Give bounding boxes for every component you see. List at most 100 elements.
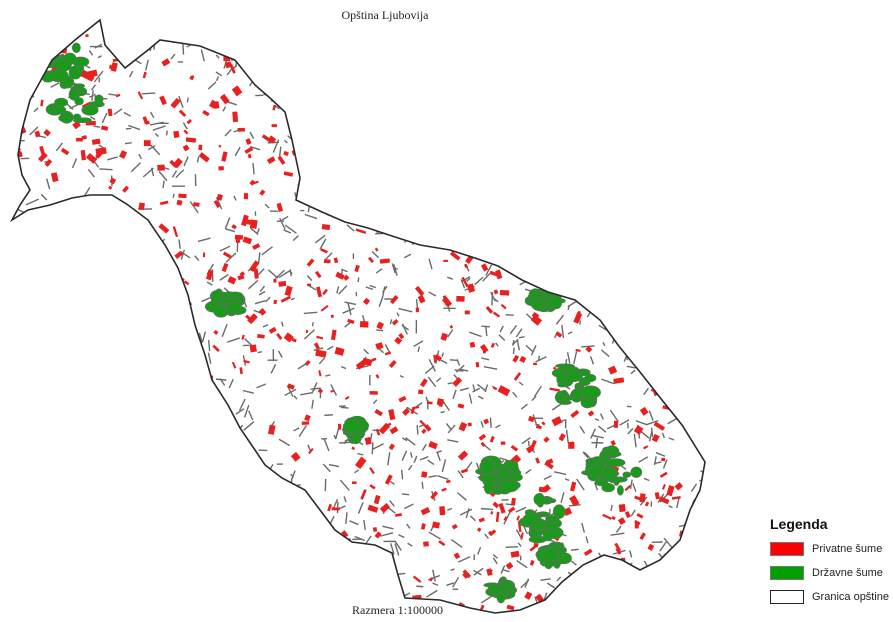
private-forest-patch <box>259 189 266 196</box>
private-forest-patch <box>549 387 560 392</box>
private-forest-patch <box>429 577 434 582</box>
private-forest-patch <box>202 110 210 117</box>
forest-fragment <box>668 437 675 441</box>
forest-fragment <box>43 478 52 489</box>
private-forest-patch <box>312 66 318 78</box>
private-forest-patch <box>170 424 181 431</box>
state-forest-patch <box>499 480 519 493</box>
private-forest-patch <box>374 531 382 539</box>
forest-fragment <box>698 353 705 361</box>
private-forest-patch <box>533 362 538 366</box>
forest-fragment <box>37 287 45 295</box>
private-forest-patch <box>41 366 52 377</box>
forest-fragment <box>446 582 455 587</box>
forest-fragment <box>641 57 647 65</box>
private-forest-patch <box>267 491 279 499</box>
forest-fragment <box>53 253 63 261</box>
private-forest-patch <box>693 380 700 387</box>
private-forest-patch <box>545 458 554 465</box>
forest-fragment <box>568 144 573 157</box>
private-forest-patch <box>499 289 510 296</box>
forest-fragment <box>227 101 237 106</box>
private-forest-patch <box>181 380 188 389</box>
private-forest-patch <box>363 136 372 143</box>
forest-fragment <box>569 607 574 613</box>
private-forest-patch <box>611 76 620 83</box>
forest-fragment <box>477 547 482 555</box>
private-forest-patch <box>676 307 682 312</box>
forest-fragment <box>341 135 351 140</box>
forest-fragment <box>643 387 650 396</box>
forest-fragment <box>533 385 542 398</box>
forest-fragment <box>124 368 135 375</box>
forest-fragment <box>652 343 666 350</box>
forest-fragment <box>45 248 56 254</box>
forest-fragment <box>693 401 701 409</box>
private-forest-patch <box>596 599 604 607</box>
forest-fragment <box>506 115 512 118</box>
private-forest-patch <box>384 474 393 485</box>
private-forest-patch <box>110 365 121 374</box>
forest-fragment <box>520 579 530 589</box>
forest-fragment <box>219 444 225 449</box>
forest-fragment <box>649 83 652 88</box>
private-forest-patch <box>259 558 267 566</box>
forest-fragment <box>120 275 126 279</box>
forest-fragment <box>112 215 120 222</box>
forest-fragment <box>90 84 97 91</box>
forest-fragment <box>412 198 426 202</box>
forest-fragment <box>187 452 192 460</box>
private-forest-patch <box>650 241 659 250</box>
state-forest-patch <box>605 472 614 483</box>
forest-fragment <box>661 90 668 102</box>
forest-fragment <box>609 409 619 422</box>
forest-fragment <box>649 38 654 43</box>
private-forest-patch <box>454 213 462 220</box>
private-forest-patch <box>176 527 185 536</box>
forest-fragment <box>640 24 651 33</box>
private-forest-patch <box>336 111 342 120</box>
private-forest-patch <box>644 162 654 172</box>
forest-fragment <box>213 576 221 582</box>
private-forest-patch <box>23 360 28 370</box>
municipality-boundary <box>9 18 706 614</box>
forest-fragment <box>248 410 254 421</box>
forest-fragment <box>114 362 120 367</box>
private-forest-patch <box>633 425 644 435</box>
private-forest-patch <box>241 214 249 227</box>
forest-fragment <box>322 463 331 473</box>
private-forest-patch <box>325 560 334 568</box>
forest-fragment <box>264 559 273 569</box>
forest-fragment <box>77 399 80 408</box>
forest-fragment <box>441 352 444 358</box>
legend-label: Granica opštine <box>812 591 890 603</box>
private-forest-patch <box>376 321 384 330</box>
private-forest-patch <box>246 476 257 488</box>
forest-fragment <box>590 262 597 270</box>
private-forest-patch <box>367 504 379 513</box>
forest-fragment <box>324 605 328 613</box>
forest-fragment <box>311 382 318 393</box>
private-forest-patch <box>666 254 675 264</box>
private-forest-patch <box>395 513 402 517</box>
forest-fragment <box>441 32 454 43</box>
private-forest-patch <box>28 387 42 398</box>
private-forest-patch <box>142 316 152 326</box>
private-forest-patch <box>119 150 128 159</box>
forest-fragment <box>573 134 578 149</box>
private-forest-patch <box>182 144 190 152</box>
private-forest-patch <box>544 272 554 284</box>
forest-fragment <box>283 139 288 144</box>
forest-fragment <box>324 70 331 82</box>
forest-fragment <box>365 184 371 195</box>
legend-item-private-forest: Privatne šume <box>770 539 893 559</box>
forest-fragment <box>222 106 227 112</box>
forest-fragment <box>632 483 637 492</box>
private-forest-patch <box>410 407 416 414</box>
state-forest-patch <box>94 94 104 104</box>
forest-fragment <box>487 182 494 188</box>
private-forest-patch <box>402 407 411 416</box>
private-forest-patch <box>85 33 89 38</box>
state-forest-patch <box>58 114 69 122</box>
private-forest-patch <box>310 190 318 199</box>
